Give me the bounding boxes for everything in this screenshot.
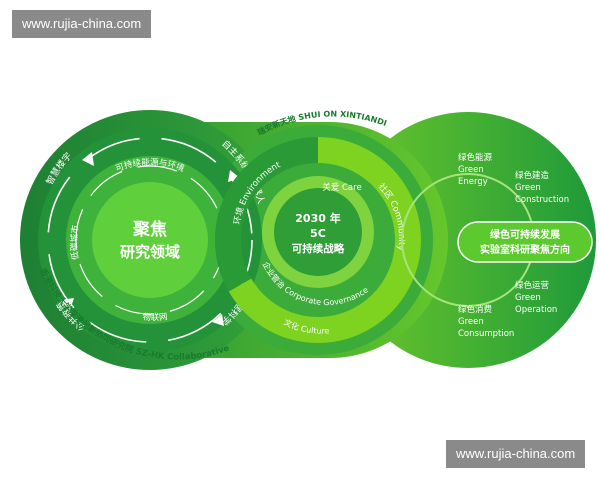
arrow-icon (212, 314, 224, 326)
item-en: Operation (515, 305, 557, 315)
strategy-title: 可持续战略 (292, 242, 345, 255)
item-en: Green (458, 317, 484, 327)
middle-core (274, 188, 362, 276)
middle-ring-light (228, 137, 421, 343)
inner-label-iot: 物联网 (142, 311, 168, 323)
left-core (92, 182, 208, 298)
middle-ring-dark (214, 137, 319, 292)
item-green-energy: 绿色能源 Green Energy (458, 152, 493, 187)
item-en: Green (515, 293, 541, 303)
middle-circle: 2030 年 5C 可持续战略 关爱 Care 环境 Environment 社… (214, 137, 421, 343)
item-green-construction: 绿色建造 Green Construction (515, 170, 569, 205)
arrow-icon (82, 152, 94, 166)
item-green-consumption: 绿色消费 Green Consumption (458, 304, 514, 339)
lab-focus-line2: 实验室科研聚焦方向 (480, 243, 570, 256)
strategy-year: 2030 年 (295, 211, 340, 225)
watermark-bottom: www.rujia-china.com (446, 440, 586, 468)
item-en: Energy (458, 177, 488, 187)
item-green-operation: 绿色运营 Green Operation (515, 280, 557, 315)
strategy-5c: 5C (310, 227, 326, 240)
item-zh: 绿色能源 (458, 152, 493, 163)
lab-focus-line1: 绿色可持续发展 (490, 228, 560, 241)
item-en: Green (515, 183, 541, 193)
lab-focus-band (457, 221, 593, 263)
item-zh: 绿色运营 (515, 280, 549, 291)
item-zh: 绿色消费 (458, 304, 493, 315)
focus-title-line2: 研究领域 (120, 243, 180, 261)
right-circle: 绿色可持续发展 实验室科研聚焦方向 绿色能源 Green Energy 绿色建造… (401, 152, 593, 339)
left-arrow-ring (47, 137, 253, 343)
item-zh: 绿色建造 (515, 170, 550, 181)
arrow-icon (60, 298, 74, 310)
ring-label-care: 关爱 Care (322, 182, 361, 193)
item-en: Consumption (458, 329, 514, 339)
item-en: Construction (515, 195, 569, 205)
watermark-top: www.rujia-china.com (12, 10, 152, 38)
focus-title-line1: 聚焦 (132, 219, 167, 240)
item-en: Green (458, 165, 484, 175)
